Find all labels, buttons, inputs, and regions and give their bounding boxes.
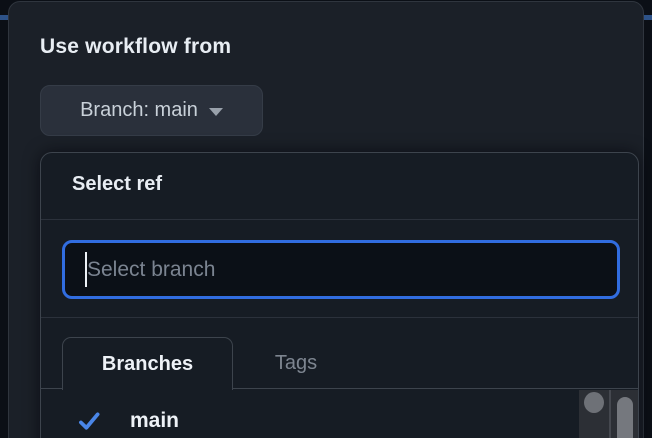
workflow-dispatch-panel: Use workflow from Branch: main Select re… (8, 1, 644, 438)
select-ref-title: Select ref (72, 173, 163, 195)
branch-search-input[interactable] (62, 240, 620, 299)
panel-scrollbar-track[interactable] (611, 390, 638, 438)
tab-branches-label: Branches (101, 352, 194, 375)
tab-tags[interactable]: Tags (241, 337, 351, 390)
text-cursor (85, 252, 87, 287)
search-divider (41, 317, 638, 318)
branch-item-label: main (130, 409, 180, 432)
branch-list-item-main[interactable]: main (41, 389, 638, 438)
list-scrollbar-thumb[interactable] (584, 392, 604, 413)
scrollbar-separator (609, 390, 611, 438)
chevron-down-icon (208, 108, 223, 116)
tab-bottom-border (41, 388, 638, 389)
tab-branches[interactable]: Branches (62, 337, 233, 390)
use-workflow-from-heading: Use workflow from (40, 35, 232, 58)
list-scrollbar-track[interactable] (579, 390, 609, 438)
tab-tags-label: Tags (274, 352, 318, 374)
check-icon (79, 411, 100, 430)
header-divider (41, 219, 638, 220)
branch-selector-label: Branch: main (80, 99, 198, 121)
panel-scrollbar-thumb[interactable] (617, 397, 633, 438)
branch-selector-button[interactable]: Branch: main (40, 85, 263, 136)
select-ref-panel: Select ref Branches Tags main (40, 152, 639, 438)
